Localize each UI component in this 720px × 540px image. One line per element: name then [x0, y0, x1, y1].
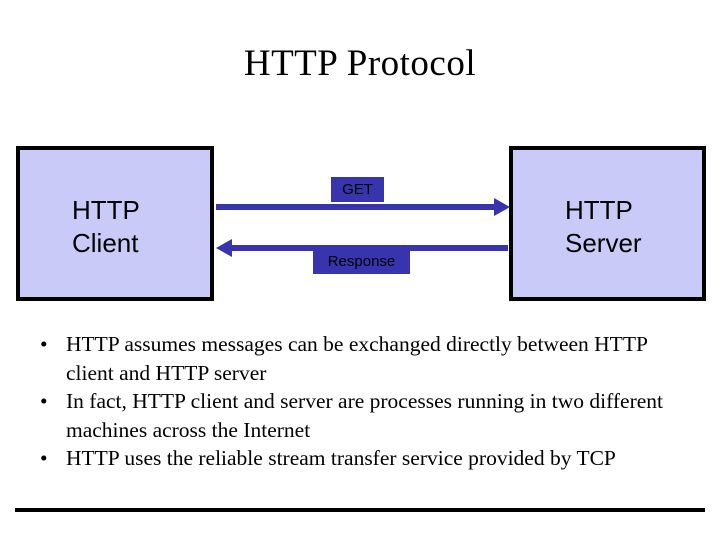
- arrow-left-icon: [216, 239, 232, 257]
- footer-divider: [15, 508, 705, 512]
- list-item: • HTTP assumes messages can be exchanged…: [22, 330, 682, 387]
- page-title: HTTP Protocol: [243, 43, 477, 84]
- arrow-label-response: Response: [313, 249, 410, 274]
- arrow-get-shaft: [216, 204, 498, 210]
- list-item: • In fact, HTTP client and server are pr…: [22, 387, 682, 444]
- bullet-marker-icon: •: [40, 446, 48, 470]
- diagram-node-http-client-label: HTTP Client: [72, 195, 140, 258]
- list-item-text: HTTP assumes messages can be exchanged d…: [66, 332, 648, 385]
- list-item-text: In fact, HTTP client and server are proc…: [66, 389, 664, 442]
- arrow-label-get: GET: [331, 177, 384, 202]
- arrow-right-icon: [494, 198, 510, 216]
- diagram-node-http-client[interactable]: HTTP Client: [16, 146, 214, 301]
- bullet-list: • HTTP assumes messages can be exchanged…: [22, 330, 682, 473]
- arrow-response-shaft: [226, 245, 508, 251]
- bullet-marker-icon: •: [40, 389, 48, 413]
- bullet-marker-icon: •: [40, 332, 48, 356]
- diagram-node-http-server-label: HTTP Server: [565, 195, 642, 258]
- diagram-node-http-server[interactable]: HTTP Server: [509, 146, 706, 301]
- list-item-text: HTTP uses the reliable stream transfer s…: [66, 446, 616, 470]
- list-item: • HTTP uses the reliable stream transfer…: [22, 444, 682, 473]
